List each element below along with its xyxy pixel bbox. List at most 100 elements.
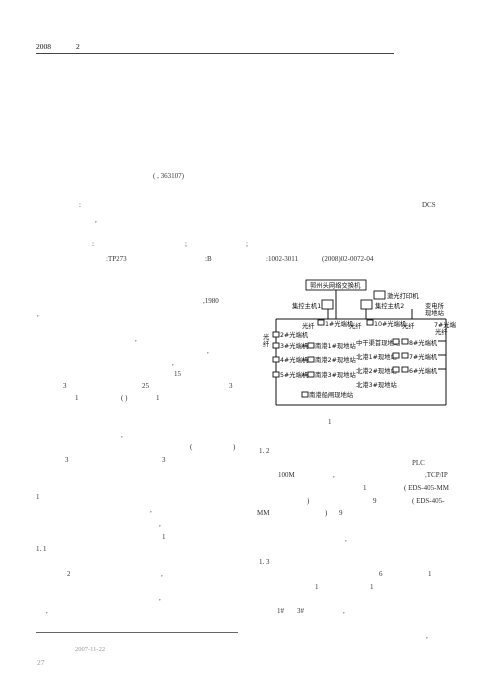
document-code: :B: [205, 255, 212, 263]
right-text: 9: [373, 497, 377, 505]
left-text: 2: [67, 570, 71, 578]
left-text: 1: [162, 533, 166, 541]
left-text: ,1980: [203, 297, 219, 305]
right-text: ( EDS-405-: [412, 497, 445, 505]
header-rule: [36, 53, 394, 54]
unit2-label: 2#光端机: [280, 330, 309, 339]
left-text: ): [233, 443, 236, 451]
left-text: ,: [46, 607, 48, 615]
lock-station-label: 南港船闸现地站: [309, 390, 354, 399]
unit1-icon: [317, 319, 325, 326]
right-text: 3#: [297, 607, 304, 615]
figure-caption: 1: [328, 418, 332, 426]
right-text: ,: [343, 607, 345, 615]
left-text: 3: [229, 382, 233, 390]
left-text: 1: [156, 394, 160, 402]
unit8-icon: [401, 338, 409, 345]
page-number: 27: [37, 658, 45, 667]
unit1-label: 1#光端机: [325, 319, 354, 328]
north2-station-icon: [392, 366, 400, 373]
unit5-icon: [272, 371, 280, 378]
substation-label-2: 现地站: [425, 308, 445, 317]
trunk-station-icon: [392, 338, 400, 345]
printer-icon: [373, 290, 386, 300]
unit6-label: 6#光端机: [409, 366, 438, 375]
left-text: ,: [172, 359, 174, 367]
unit10-label: 10#光端机: [374, 319, 407, 328]
host2-monitor-icon: [360, 299, 373, 310]
right-text: 1#: [277, 607, 284, 615]
unit5-label: 5#光端机: [280, 370, 309, 379]
printer-label: 激光打印机: [387, 291, 419, 300]
right-text: ,: [345, 535, 347, 543]
unit7-label: 7#光端机: [409, 352, 438, 361]
fiber-label-mid: 光纤: [349, 321, 362, 330]
south3-station-icon: [307, 371, 315, 378]
unit3-icon: [272, 342, 280, 349]
right-text: ,: [333, 471, 335, 479]
fiber-label-left: 光纤: [302, 321, 315, 330]
host2-label: 集控主机2: [375, 301, 404, 310]
north2-station-label: 北港2#现地站: [356, 366, 397, 375]
keywords-sep1: ;: [185, 240, 187, 248]
left-text: 15: [174, 370, 181, 378]
issue-id: (2008)02-0072-04: [322, 255, 374, 263]
left-text: ( ): [121, 394, 128, 402]
clc-number: :TP273: [106, 255, 127, 263]
left-fiber-label-2: 纤: [263, 339, 270, 348]
host1-label: 集控主机1: [292, 301, 321, 310]
right-text: 1: [315, 583, 319, 591]
received-date: 2007-11-22: [75, 646, 106, 653]
south2-station-label: 南港2#现地站: [315, 355, 356, 364]
right-text: 1: [428, 570, 432, 578]
unit4-label: 4#光端机: [280, 355, 309, 364]
substation-label-1: 变电所: [425, 301, 445, 310]
left-text: (: [190, 443, 193, 451]
article-id: :1002-3011: [266, 255, 299, 263]
keywords-sep2: ;: [246, 240, 248, 248]
left-text: 3: [65, 456, 69, 464]
section-heading: 1. 3: [259, 558, 270, 566]
right-text: ): [307, 497, 310, 505]
left-text: 3: [162, 456, 166, 464]
unit10-icon: [366, 319, 374, 326]
abstract-comma: ,: [95, 216, 97, 224]
unit8-label: 8#光端机: [409, 338, 438, 347]
unit4-icon: [272, 356, 280, 363]
right-text: ,: [426, 632, 428, 640]
lock-station-icon: [301, 391, 309, 398]
abstract-dcs: DCS: [422, 201, 436, 209]
north3-station-label: 北港3#现地站: [356, 380, 397, 389]
north1-station-icon: [392, 352, 400, 359]
right-text: 100M: [278, 471, 295, 479]
left-text: ,: [159, 520, 161, 528]
section-heading: 1. 1: [36, 545, 47, 553]
left-text: ,: [161, 570, 163, 578]
unit7-label-2: 光纤: [435, 327, 448, 336]
south2-station-icon: [307, 356, 315, 363]
left-text: ,: [207, 347, 209, 355]
right-text: ( EDS-405-MM: [404, 484, 449, 492]
section-heading: 1. 2: [259, 447, 270, 455]
host1-monitor-icon: [321, 299, 334, 310]
journal-issue: 2: [76, 42, 80, 51]
trunk-station-label: 中干渠首现地站: [356, 338, 401, 347]
network-switch-label: 郭州头网络交换机: [310, 281, 361, 290]
keywords-colon: :: [92, 240, 94, 248]
right-text: 1: [370, 583, 374, 591]
right-text: ,TCP/IP: [425, 471, 448, 479]
unit3-label: 3#光端机: [280, 341, 309, 350]
left-text: 1: [36, 493, 40, 501]
south1-station-label: 南港1#现地站: [315, 341, 356, 350]
footnote-rule: [36, 632, 238, 633]
unit6-icon: [401, 366, 409, 373]
north1-station-label: 北港1#现地站: [356, 352, 397, 361]
left-text: 1: [75, 394, 79, 402]
network-diagram: 郭州头网络交换机 激光打印机 集控主机1 集控主机2 变电所 现地站 光纤 1#…: [263, 279, 456, 406]
right-text: 1: [363, 484, 367, 492]
south1-station-icon: [307, 342, 315, 349]
left-text: ,: [150, 506, 152, 514]
left-text: 3: [63, 382, 67, 390]
unit2-icon: [272, 331, 280, 338]
left-fiber-label-1: 光: [263, 332, 270, 341]
